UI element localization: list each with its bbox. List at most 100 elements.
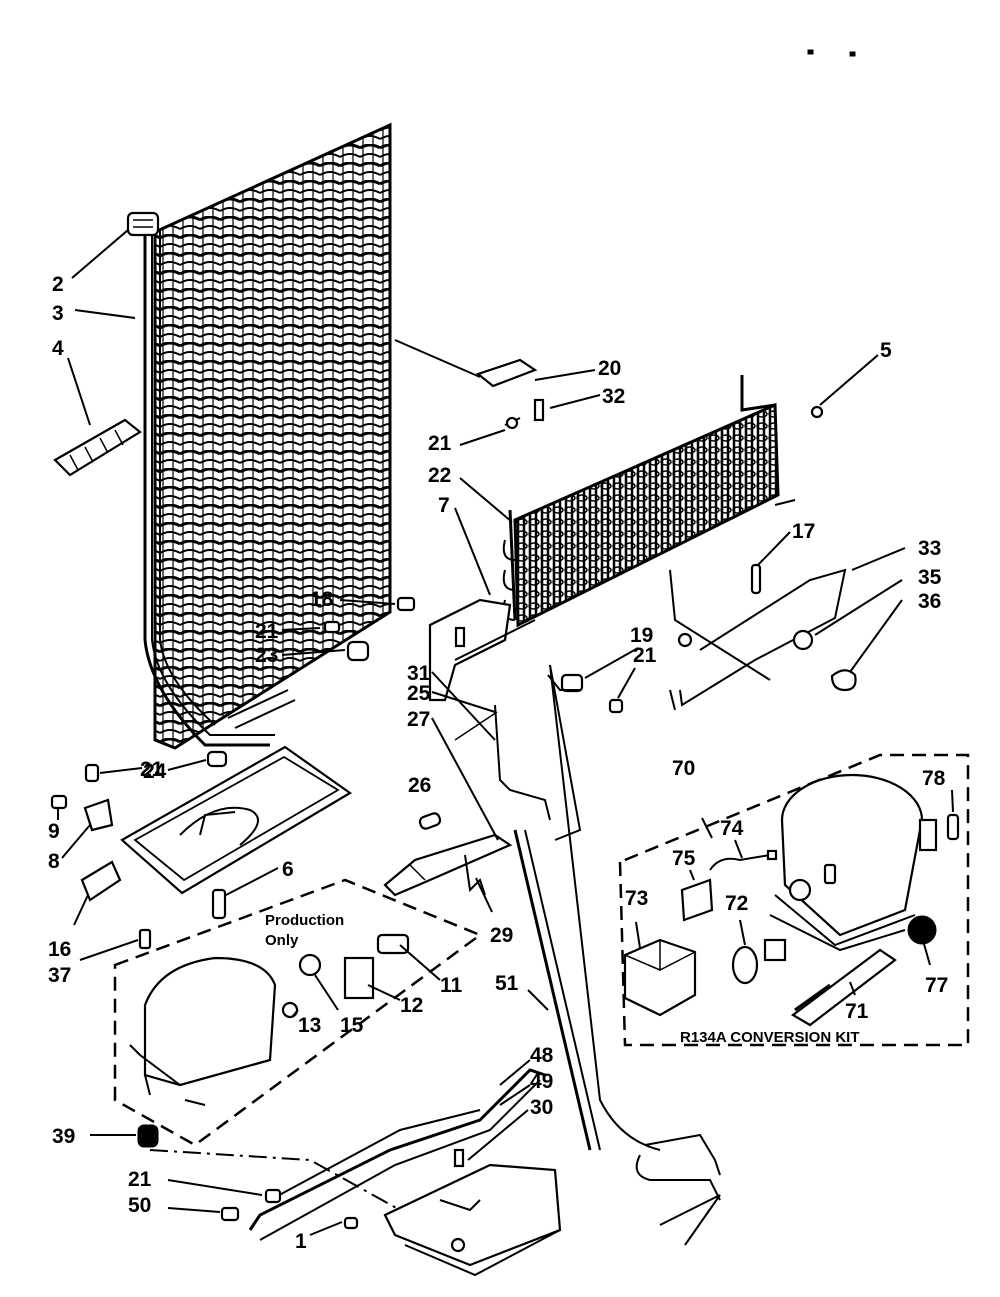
part-16-relay — [80, 860, 122, 902]
production-only-note-line1: Production — [265, 912, 344, 929]
label-part-51: 51 — [495, 972, 519, 995]
label-part-27: 27 — [407, 708, 430, 731]
part-30-bracket — [383, 1163, 562, 1277]
label-part-26: 26 — [408, 774, 431, 797]
label-part-21-e: 21 — [128, 1168, 152, 1191]
label-part-15: 15 — [340, 1014, 364, 1037]
part-51-suction-tube — [513, 664, 661, 1151]
label-part-21-b: 21 — [255, 620, 279, 643]
label-part-25: 25 — [407, 682, 431, 705]
part-31-tube — [494, 704, 551, 821]
production-compressor — [129, 956, 277, 1106]
label-part-21-c: 21 — [633, 644, 657, 667]
label-part-21-a: 21 — [428, 432, 452, 455]
top-marks — [807, 49, 856, 57]
part-4-retainer-strip — [53, 418, 142, 477]
conversion-kit-group — [618, 753, 970, 1047]
label-part-30: 30 — [530, 1096, 553, 1119]
label-part-11: 11 — [440, 974, 463, 997]
label-part-32: 32 — [602, 385, 625, 408]
kit-compressor — [769, 773, 938, 952]
label-part-77: 77 — [925, 974, 948, 997]
part-1-nut — [343, 1216, 359, 1230]
label-part-3: 3 — [52, 302, 64, 325]
label-part-50: 50 — [128, 1194, 151, 1217]
label-part-13: 13 — [298, 1014, 321, 1037]
part-72-relay — [731, 938, 787, 985]
part-25-drain-pan — [120, 745, 353, 895]
part-21-screw-d — [84, 763, 100, 783]
label-part-29: 29 — [490, 924, 513, 947]
label-part-18: 18 — [310, 588, 334, 611]
part-71-dryer — [791, 948, 897, 1027]
label-part-12: 12 — [400, 994, 423, 1017]
label-part-21-d: 21 — [140, 758, 164, 781]
part-1-base-rail — [149, 1068, 546, 1241]
part-20-bracket — [394, 339, 545, 430]
label-part-74: 74 — [720, 817, 744, 840]
label-part-24: 24 — [143, 760, 167, 783]
part-23-clip — [346, 640, 370, 662]
part-77-grommet — [907, 915, 937, 945]
part-8-bracket — [83, 798, 114, 832]
label-part-78: 78 — [922, 767, 946, 790]
leader-lines — [57, 229, 954, 1236]
label-part-20: 20 — [598, 357, 621, 380]
production-only-group — [113, 878, 483, 1147]
part-21-screw-e — [264, 1188, 282, 1204]
part-49-screw — [453, 1148, 465, 1168]
label-part-48: 48 — [530, 1044, 554, 1067]
part-17-clip — [750, 563, 762, 595]
label-part-4: 4 — [52, 337, 64, 360]
part-33-heater-tube — [669, 568, 847, 711]
part-50-screw — [220, 1206, 240, 1222]
label-part-19: 19 — [630, 624, 653, 647]
label-part-73: 73 — [625, 887, 648, 910]
part-7-bracket — [428, 598, 536, 702]
part-29-capillary — [464, 854, 486, 896]
label-part-16: 16 — [48, 938, 71, 961]
evaporator-coil — [502, 375, 824, 628]
label-part-17: 17 — [792, 520, 815, 543]
part-6-tube — [211, 888, 227, 920]
part-18-screw — [396, 596, 416, 612]
label-part-2: 2 — [52, 273, 64, 296]
part-2-cap — [126, 211, 160, 237]
condenser-coil — [143, 122, 392, 750]
label-part-9: 9 — [48, 820, 60, 843]
part-27-filter-dryer — [383, 833, 513, 897]
label-part-5: 5 — [880, 339, 892, 362]
part-24-grommet — [206, 750, 228, 768]
label-part-72: 72 — [725, 892, 748, 915]
conversion-kit-label: R134A CONVERSION KIT — [680, 1029, 859, 1046]
label-part-71: 71 — [845, 1000, 869, 1023]
part-36-clamp — [830, 669, 857, 692]
label-part-37: 37 — [48, 964, 71, 987]
part-9-nut — [50, 794, 68, 810]
label-part-31: 31 — [407, 662, 431, 685]
part-78-fitting — [946, 813, 960, 841]
label-part-39: 39 — [52, 1125, 75, 1148]
part-75-overload — [680, 878, 714, 922]
label-part-49: 49 — [530, 1070, 553, 1093]
label-part-35: 35 — [918, 566, 942, 589]
label-part-70: 70 — [672, 757, 695, 780]
label-part-1: 1 — [295, 1230, 307, 1253]
part-73-relay-cover — [623, 938, 697, 1017]
production-only-note-line2: Only — [265, 932, 299, 949]
label-part-75: 75 — [672, 847, 696, 870]
label-part-36: 36 — [918, 590, 941, 613]
label-part-23: 23 — [255, 644, 278, 667]
part-21-screw-c — [608, 698, 624, 714]
part-labels: 2 3 4 5 20 32 21 22 7 17 33 35 36 18 21 … — [48, 273, 948, 1253]
label-part-33: 33 — [918, 537, 941, 560]
part-74-wire — [709, 849, 778, 871]
part-39-grommet — [137, 1124, 159, 1148]
label-part-22: 22 — [428, 464, 451, 487]
label-part-6: 6 — [282, 858, 294, 881]
part-35-grommet — [792, 629, 814, 651]
label-part-7: 7 — [438, 494, 450, 517]
part-26-plug — [418, 812, 442, 830]
label-part-8: 8 — [48, 850, 60, 873]
